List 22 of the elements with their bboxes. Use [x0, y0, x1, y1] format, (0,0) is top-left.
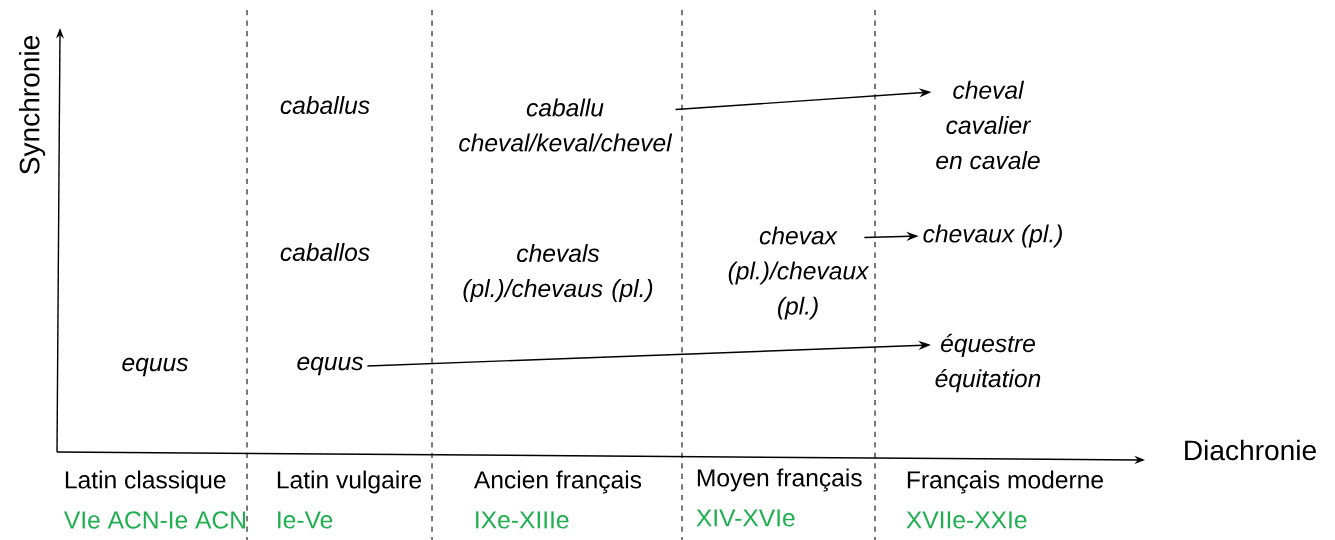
date-label: XVIIe-XXIe — [906, 511, 1027, 529]
word-label: caballus — [280, 95, 370, 115]
period-label: Latin vulgaire — [277, 470, 422, 494]
date-label: IXe-XIIIe — [476, 511, 569, 529]
axis-label: Synchronie — [18, 35, 46, 175]
word-label: caballos — [280, 242, 370, 262]
word-label: chevaux (pl.) — [923, 224, 1062, 248]
word-label: chevax (pl.)/chevaux (pl.) — [728, 226, 870, 320]
period-label: Ancien français — [473, 470, 642, 494]
period-label: Latin classique — [65, 470, 226, 494]
word-label: chevals (pl.)/chevaus (pl.) — [463, 243, 653, 302]
period-label: Moyen français — [697, 468, 862, 492]
axis-label: Diachronie — [1185, 439, 1316, 461]
word-label: equus — [122, 357, 188, 377]
date-label: VIe ACN-Ie ACN — [64, 511, 245, 529]
date-label: Ie-Ve — [278, 511, 333, 529]
word-label: equus — [297, 356, 363, 376]
word-label: cheval cavalier en cavale — [936, 80, 1040, 170]
date-label: XIV-XVIe — [696, 509, 795, 527]
word-label: équestre équitation — [935, 333, 1041, 393]
word-label: caballu cheval/keval/chevel — [459, 98, 673, 152]
period-label: Français moderne — [907, 470, 1103, 494]
